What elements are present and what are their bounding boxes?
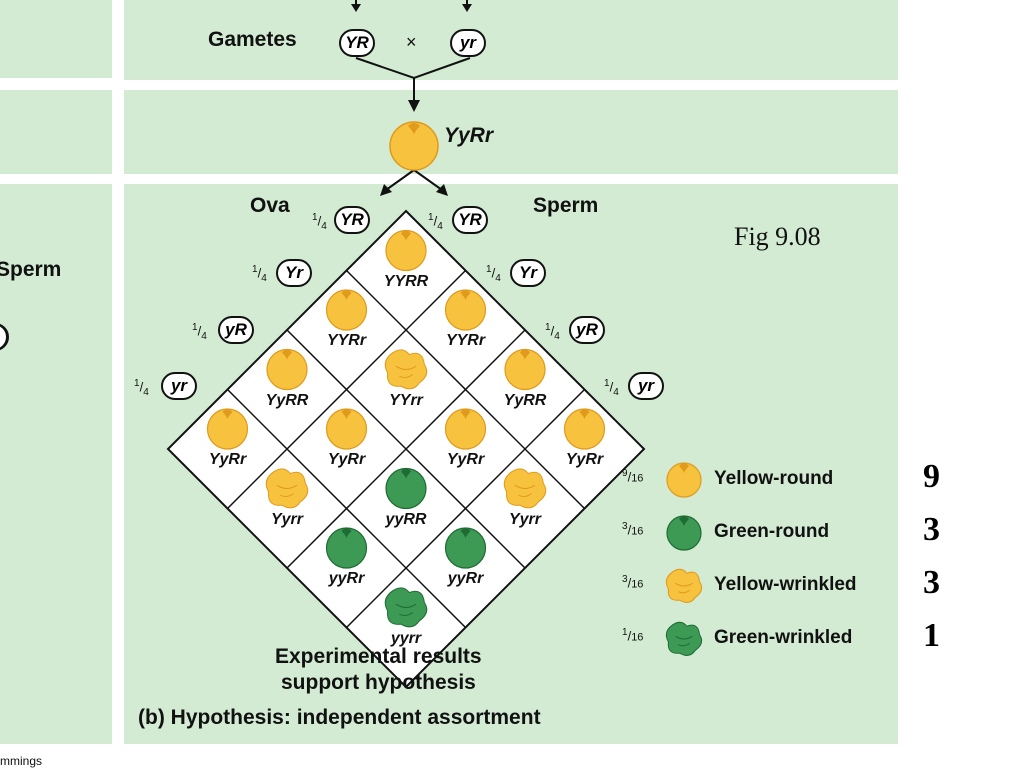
legend-label: Green-wrinkled xyxy=(714,627,853,648)
fig-label: Fig 9.08 xyxy=(734,222,821,251)
legend-count: 1 xyxy=(923,617,940,654)
cell-pea-yellow-wrinkled-icon xyxy=(384,349,428,390)
main-panel-mid xyxy=(124,90,898,174)
legend-label: Green-round xyxy=(714,521,830,542)
legend-label: Yellow-round xyxy=(714,468,834,489)
f1-genotype: YyRr xyxy=(444,124,494,147)
legend-ratio: 1/16 xyxy=(622,627,644,644)
ova-gamete-3: yR xyxy=(218,316,254,344)
ova-fraction-4: 1/4 xyxy=(134,378,149,398)
sperm-fraction-4: 1/4 xyxy=(604,378,619,398)
sperm-gamete-1: YR xyxy=(452,206,488,234)
cell-genotype: YyRR xyxy=(503,391,547,409)
punnett-grid-line xyxy=(226,388,467,629)
cell-genotype: YYRR xyxy=(383,272,429,290)
cell-genotype: Yyrr xyxy=(508,510,542,528)
punnett-grid-line xyxy=(286,329,526,569)
results-line-2: support hypothesis xyxy=(281,671,476,694)
ova-gamete-4: yr xyxy=(161,372,197,400)
cell-genotype: yyrr xyxy=(390,629,422,647)
ova-gamete-2: Yr xyxy=(276,259,312,287)
cell-pea-yellow-round-icon xyxy=(206,408,249,450)
ova-fraction-3: 1/4 xyxy=(192,322,207,342)
punnett-grid-line xyxy=(345,388,586,629)
cell-genotype: Yyrr xyxy=(270,510,304,528)
ova-fraction-2: 1/4 xyxy=(252,264,267,284)
legend-count: 3 xyxy=(923,511,940,548)
sperm-fraction-3: 1/4 xyxy=(545,322,560,342)
cell-pea-green-wrinkled-icon xyxy=(384,587,428,628)
cell-genotype: YyRr xyxy=(565,451,604,468)
cell-pea-yellow-round-icon xyxy=(444,408,487,450)
sperm-fraction-1: 1/4 xyxy=(428,212,443,232)
cell-genotype: yyRr xyxy=(447,570,484,587)
cell-pea-yellow-wrinkled-icon xyxy=(265,468,309,509)
legend-ratio: 3/16 xyxy=(622,521,644,538)
left-sperm-label: Sperm xyxy=(0,258,62,281)
left-panel-bottom xyxy=(0,184,112,744)
legend-label: Yellow-wrinkled xyxy=(714,574,857,595)
legend-yellow-wrinkled-pea-icon xyxy=(665,568,703,603)
gamete-yr-lowercase: yr xyxy=(450,29,486,57)
sperm-gamete-4: yr xyxy=(628,372,664,400)
results-line-1: Experimental results xyxy=(275,645,482,668)
cell-pea-green-round-icon xyxy=(325,527,368,569)
legend-ratio: 3/16 xyxy=(622,574,644,591)
f1-pea-icon xyxy=(389,121,439,171)
cell-pea-yellow-round-icon xyxy=(266,348,308,391)
cell-pea-yellow-round-icon xyxy=(325,408,368,450)
cell-genotype: YyRr xyxy=(446,451,485,468)
sperm-gamete-2: Yr xyxy=(510,259,546,287)
cross-symbol: × xyxy=(406,32,417,52)
legend-yellow-round-pea-icon xyxy=(666,462,702,498)
main-panel-top xyxy=(124,0,898,80)
cell-genotype: YyRr xyxy=(327,451,366,468)
legend-green-round-pea-icon xyxy=(666,515,702,551)
ova-label: Ova xyxy=(250,194,290,217)
top-arrows xyxy=(351,0,472,196)
cell-pea-yellow-round-icon xyxy=(325,289,368,331)
ova-fraction-1: 1/4 xyxy=(312,212,327,232)
cell-genotype: YYRr xyxy=(326,332,367,349)
left-gamete-fragment xyxy=(0,323,10,351)
cell-pea-yellow-round-icon xyxy=(385,229,427,272)
caption: (b) Hypothesis: independent assortment xyxy=(138,706,541,730)
cell-pea-yellow-round-icon xyxy=(444,289,487,331)
caption-letter: (b) xyxy=(138,706,165,729)
cell-pea-green-round-icon xyxy=(444,527,487,569)
gametes-label: Gametes xyxy=(208,28,297,51)
cell-genotype: YYrr xyxy=(389,391,423,409)
sperm-fraction-2: 1/4 xyxy=(486,264,501,284)
legend-count: 3 xyxy=(923,564,940,601)
caption-text: Hypothesis: independent assortment xyxy=(170,706,541,729)
cell-genotype: YyRR xyxy=(265,391,309,409)
legend-ratio: 9/16 xyxy=(622,468,644,485)
cell-genotype: YYRr xyxy=(445,332,486,349)
cell-pea-yellow-round-icon xyxy=(504,348,546,391)
ova-gamete-1: YR xyxy=(334,206,370,234)
legend-green-wrinkled-pea-icon xyxy=(665,621,703,656)
cell-pea-yellow-round-icon xyxy=(563,408,606,450)
sperm-label: Sperm xyxy=(533,194,599,217)
cell-genotype: YyRr xyxy=(208,451,247,468)
footer-fragment: mmings xyxy=(0,754,43,768)
left-panel-mid xyxy=(0,90,112,174)
sperm-gamete-3: yR xyxy=(569,316,605,344)
cell-genotype: yyRR xyxy=(385,510,427,528)
cell-pea-yellow-wrinkled-icon xyxy=(503,468,547,509)
cell-pea-green-round-icon xyxy=(385,467,427,510)
cell-genotype: yyRr xyxy=(328,570,365,587)
legend-count: 9 xyxy=(923,458,940,495)
left-panel-top xyxy=(0,0,112,78)
gamete-yr-uppercase: YR xyxy=(339,29,375,57)
